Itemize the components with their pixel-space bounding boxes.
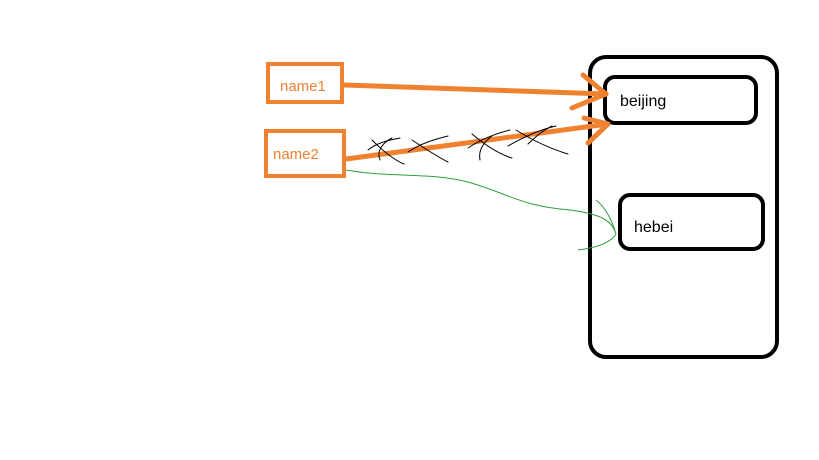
value-beijing-box xyxy=(603,75,758,125)
variable-name2: name2 xyxy=(264,129,346,178)
variable-name1: name1 xyxy=(266,62,344,104)
variable-name1-box xyxy=(266,62,344,104)
variable-name1-label: name1 xyxy=(280,78,326,95)
value-hebei: hebei xyxy=(618,193,765,251)
value-beijing: beijing xyxy=(603,75,758,125)
arrow-name1-to-beijing xyxy=(341,72,609,111)
memory-container xyxy=(588,55,779,359)
variable-name2-box xyxy=(264,129,346,178)
value-hebei-label: hebei xyxy=(634,219,673,236)
arrow-name2-to-beijing xyxy=(343,115,611,162)
value-hebei-box xyxy=(618,193,765,251)
arrow-name2-to-hebei xyxy=(345,169,617,251)
strike-marks xyxy=(367,125,569,165)
value-beijing-label: beijing xyxy=(620,93,666,110)
variable-name2-label: name2 xyxy=(273,146,319,163)
